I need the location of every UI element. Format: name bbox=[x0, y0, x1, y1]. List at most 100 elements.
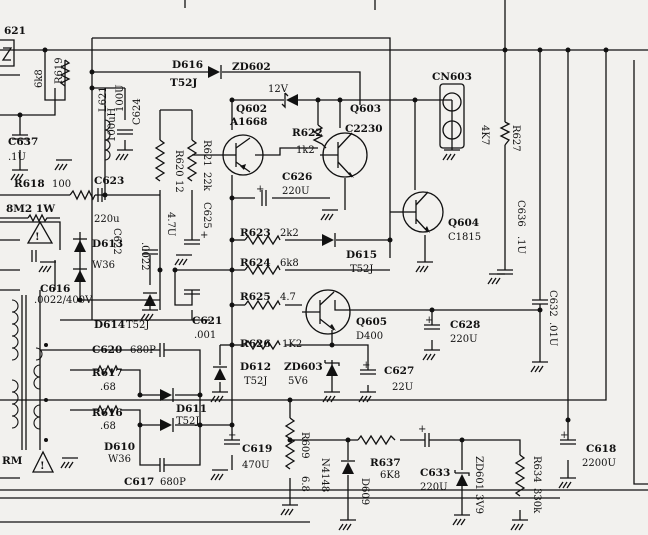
label-r625: R625 bbox=[240, 291, 271, 303]
label-r625-val: 4.7 bbox=[280, 292, 296, 303]
transistor-q602 bbox=[222, 134, 264, 176]
svg-text:+: + bbox=[425, 315, 433, 326]
capacitor-c616 bbox=[31, 250, 37, 262]
diode-d611 bbox=[160, 388, 174, 402]
capacitor-c625: + bbox=[184, 230, 208, 245]
label-r619-val: 6k8 bbox=[34, 69, 45, 88]
resistor-r621 bbox=[186, 139, 198, 182]
svg-text:+: + bbox=[560, 430, 568, 441]
label-c632-val: .01U bbox=[547, 322, 558, 346]
label-r620: R620 bbox=[173, 150, 184, 177]
capacitor-c620 bbox=[159, 343, 172, 357]
resistor-r609 bbox=[284, 417, 296, 470]
label-zd603-val: 5V6 bbox=[288, 376, 308, 387]
label-rm: RM bbox=[2, 455, 23, 467]
label-c626-val: 220U bbox=[282, 186, 310, 197]
warning-triangle-icon: ! bbox=[31, 450, 55, 473]
label-d609-type: N4148 bbox=[319, 458, 330, 492]
label-r637: R637 bbox=[370, 457, 401, 469]
resistor-r637 bbox=[357, 434, 396, 446]
label-c636: C636 bbox=[515, 200, 526, 227]
label-c628: C628 bbox=[450, 319, 480, 331]
diode-d615 bbox=[322, 233, 336, 247]
label-d610: D610 bbox=[104, 441, 135, 453]
label-l621-val: 100uH bbox=[107, 107, 118, 142]
label-r626: R626 bbox=[240, 338, 271, 350]
label-r627: R627 bbox=[510, 125, 521, 152]
coupler-block bbox=[0, 39, 15, 67]
diode-d616 bbox=[208, 65, 222, 79]
components: ! ! + + + bbox=[0, 39, 609, 531]
label-c623-val: 220u bbox=[94, 214, 120, 225]
label-r616: R616 bbox=[92, 407, 123, 419]
label-r627-val: 4K7 bbox=[479, 125, 490, 145]
label-c637-val: .1U bbox=[8, 152, 26, 163]
label-r8m2: 8M2 1W bbox=[6, 203, 55, 215]
label-c624: C624 bbox=[132, 98, 143, 125]
label-zd601: ZD601 bbox=[473, 456, 484, 490]
label-zd602-val: 12V bbox=[268, 84, 289, 95]
diode-d610 bbox=[160, 418, 174, 432]
label-r622-val: 1k2 bbox=[296, 145, 315, 156]
capacitor-c622 bbox=[142, 249, 158, 255]
label-d611-type: T52J bbox=[176, 416, 199, 427]
label-d612-type: T52J bbox=[244, 376, 267, 387]
label-c618-val: 2200U bbox=[582, 458, 616, 469]
label-d615: D615 bbox=[346, 249, 377, 261]
label-r618-val: 100 bbox=[52, 179, 71, 190]
label-r623: R623 bbox=[240, 227, 271, 239]
coupler-z-icon bbox=[1, 47, 13, 61]
label-c632: C632 bbox=[547, 290, 558, 317]
capacitor-c619: + bbox=[224, 430, 240, 445]
label-c619-val: 470U bbox=[242, 460, 270, 471]
resistor-r626 bbox=[244, 339, 281, 351]
component-labels: 621 R619 6k8 100U L621 100uH C624 D616 T… bbox=[2, 25, 616, 514]
transistor-q605 bbox=[302, 289, 351, 335]
label-d613: D613 bbox=[92, 238, 123, 250]
label-r621: R621 bbox=[201, 140, 212, 167]
resistor-r616 bbox=[97, 404, 119, 416]
capacitor-c618: + bbox=[560, 430, 576, 445]
label-c633: C633 bbox=[420, 467, 450, 479]
label-c622-val: .0022 bbox=[139, 242, 150, 271]
label-zd601-val: 3V9 bbox=[473, 494, 484, 514]
label-q605: Q605 bbox=[356, 316, 387, 328]
capacitor-c623 bbox=[97, 188, 103, 202]
label-c617: C617 bbox=[124, 476, 154, 488]
label-l621: L621 bbox=[98, 86, 109, 112]
label-r624: R624 bbox=[240, 257, 271, 269]
resistor-r622 bbox=[312, 124, 327, 149]
label-r626-val: 1K2 bbox=[282, 339, 302, 350]
resistor-r619 bbox=[59, 59, 71, 87]
label-r622: R622 bbox=[292, 127, 323, 139]
diode-d613 bbox=[73, 238, 87, 252]
label-d612: D612 bbox=[240, 361, 271, 373]
svg-text:+: + bbox=[228, 430, 236, 441]
label-d616-type: T52J bbox=[170, 77, 197, 89]
label-c620: C620 bbox=[92, 344, 122, 356]
resistor-r8m2 bbox=[0, 213, 60, 223]
connector-cn603 bbox=[439, 83, 465, 149]
resistor-r620 bbox=[154, 139, 166, 182]
label-c633-val: 220U bbox=[420, 482, 448, 493]
zener-zd602 bbox=[281, 92, 298, 109]
resistor-r627 bbox=[499, 121, 511, 146]
svg-text:+: + bbox=[256, 184, 264, 195]
label-d610-type: W36 bbox=[108, 454, 131, 465]
label-c621-top: 621 bbox=[4, 25, 26, 37]
label-d614-type: T52J bbox=[126, 320, 149, 331]
label-r609-val: 6.8 bbox=[299, 476, 310, 492]
label-r609: R609 bbox=[299, 432, 310, 459]
capacitor-c617 bbox=[159, 458, 172, 472]
label-c621-val: .001 bbox=[194, 330, 216, 341]
resistor-r618 bbox=[69, 189, 96, 201]
label-r617: R617 bbox=[92, 367, 123, 379]
label-d616: D616 bbox=[172, 59, 203, 71]
label-d609: D609 bbox=[359, 478, 370, 505]
capacitor-c621 bbox=[184, 289, 200, 295]
label-zd603: ZD603 bbox=[284, 361, 323, 373]
label-c625-val: 4.7U bbox=[165, 212, 176, 236]
label-r624-val: 6k8 bbox=[280, 258, 299, 269]
transistor-q604 bbox=[402, 191, 444, 233]
